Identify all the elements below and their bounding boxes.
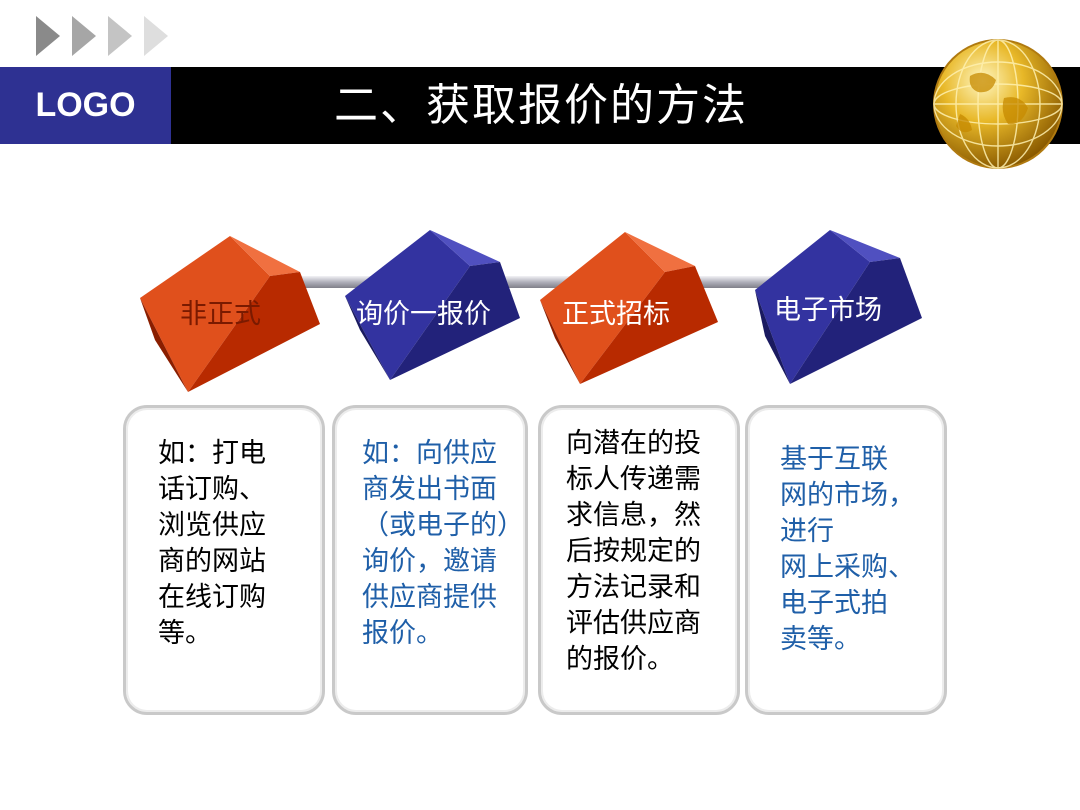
step-label-informal: 非正式 xyxy=(180,292,261,331)
step-label-tender: 正式招标 xyxy=(562,292,670,331)
card-text-tender: 向潜在的投 标人传递需 求信息，然 后按规定的 方法记录和 评估供应商 的报价。 xyxy=(566,426,701,678)
card-text-emarket: 基于互联 网的市场， 进行 网上采购、 电子式拍 卖等。 xyxy=(780,442,915,658)
step-label-emarket: 电子市场 xyxy=(774,288,882,327)
card-text-informal: 如：打电 话订购、 浏览供应 商的网站 在线订购 等。 xyxy=(158,436,266,652)
step-label-inquiry: 询价一报价 xyxy=(356,292,491,331)
card-text-inquiry: 如：向供应 商发出书面 （或电子的） 询价，邀请 供应商提供 报价。 xyxy=(362,436,524,652)
